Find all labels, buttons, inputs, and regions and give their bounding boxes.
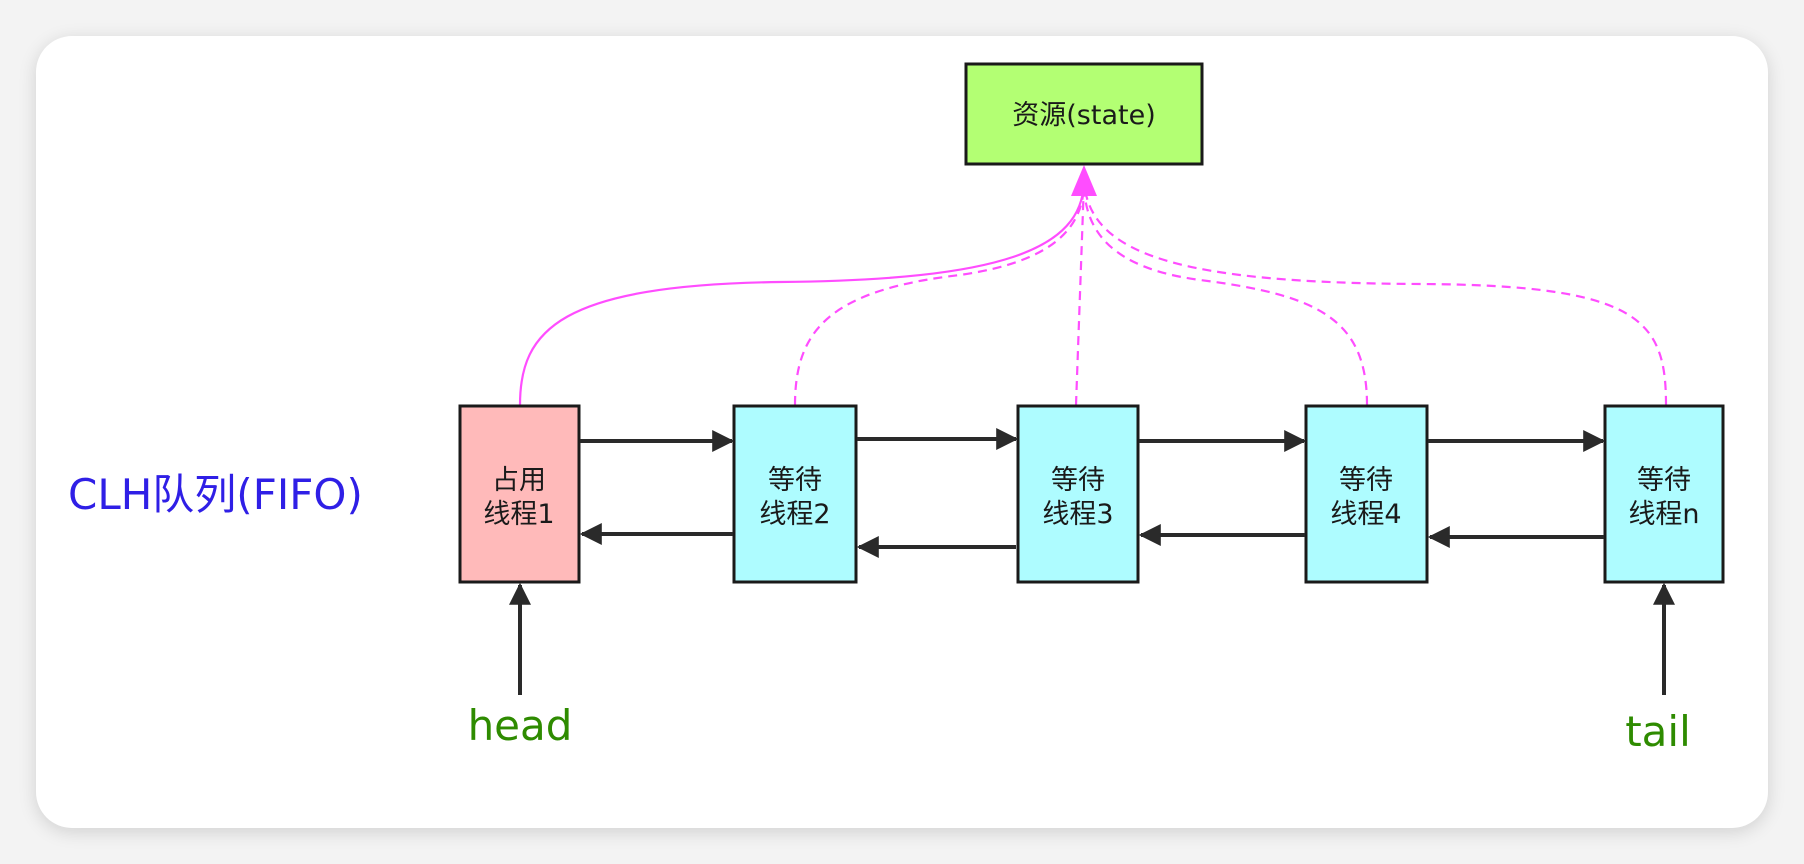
head-label: head [468,701,573,750]
thread-node-line2: 线程1 [483,499,554,530]
diagram-card [36,36,1768,828]
thread-node-line1: 等待 [768,465,822,496]
prev-arrows [579,523,1604,558]
link-thread1-solid [518,181,1086,406]
next-arrows [580,428,1606,452]
thread-node-1: 占用 线程1 [458,404,581,584]
queue-label: CLH队列(FIFO) [68,470,363,519]
tail-pointer: tail [1625,582,1691,756]
thread-node-rect [1016,404,1140,584]
thread-node-2: 等待 线程2 [732,404,858,584]
thread-node-line1: 占用 [492,465,546,496]
thread-node-3: 等待 线程3 [1016,404,1140,584]
thread-node-line1: 等待 [1051,465,1105,496]
thread-node-line2: 线程3 [1042,499,1113,530]
head-pointer: head [468,582,573,750]
thread-node-line2: 线程n [1628,499,1699,530]
resource-label: 资源(state) [1012,100,1155,131]
thread-node-rect [732,404,858,584]
link-arrowhead [1071,165,1097,196]
resource-rect [964,62,1204,166]
thread-node-rect [1603,404,1725,584]
link-threadn-dashed [1082,181,1668,406]
tail-label: tail [1625,707,1691,756]
thread-node-4: 等待 线程4 [1304,404,1429,584]
thread-node-rect [1304,404,1429,584]
thread-node-line1: 等待 [1339,465,1393,496]
thread-node-line1: 等待 [1637,465,1691,496]
thread-node-line2: 线程2 [759,499,830,530]
thread-node-line2: 线程4 [1330,499,1401,530]
link-thread4-dashed [1082,181,1369,406]
resource-links [518,165,1668,406]
thread-node-n: 等待 线程n [1603,404,1725,584]
link-thread2-dashed [793,181,1086,406]
thread-node-rect [458,404,581,584]
resource-box: 资源(state) [964,62,1204,166]
link-thread3-dashed [1074,181,1086,406]
